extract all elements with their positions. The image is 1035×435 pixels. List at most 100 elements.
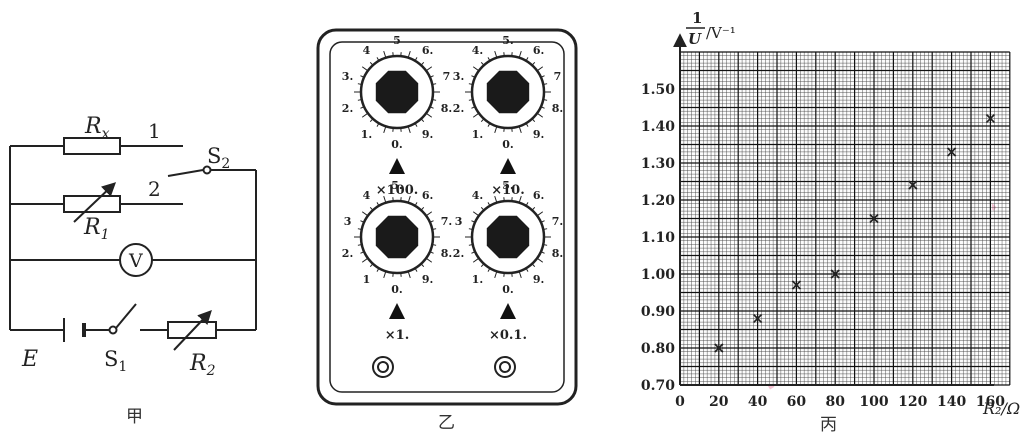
- data-point: ×: [712, 338, 725, 357]
- dial-digit: 5.: [391, 179, 402, 192]
- y-tick-label: 1.50: [641, 82, 675, 98]
- chart: 0.70 0.80 0.90 1.00 1.10 1.20 1.30 1.40 1.50 0 20…: [641, 9, 1020, 418]
- y-tick-label: 1.40: [641, 119, 675, 135]
- dial-digit: 9.: [422, 273, 433, 286]
- label-e: E: [21, 347, 38, 372]
- y-label-denominator: U: [688, 30, 702, 48]
- dial-digit: 7: [554, 70, 562, 83]
- dial-digit: 7.: [441, 215, 452, 228]
- dial-digit: 4: [363, 44, 371, 57]
- dial-digit: 5.: [502, 34, 513, 47]
- label-contact-2: 2: [148, 177, 161, 201]
- y-tick-label: 1.00: [641, 267, 675, 283]
- dial-digit: 3.: [453, 70, 464, 83]
- dial-digit: 0.: [502, 283, 513, 296]
- data-point: ×: [906, 175, 919, 194]
- caption-jia: 甲: [126, 402, 143, 427]
- dial-digit: 0.: [391, 138, 402, 151]
- data-point: ×: [984, 109, 997, 128]
- y-tick-label: 1.20: [641, 193, 675, 209]
- switch-s1-blade: [116, 304, 136, 328]
- dial-digit: 4.: [472, 189, 483, 202]
- caption-bing: 丙: [820, 410, 837, 435]
- dial-digit: 2.: [453, 102, 464, 115]
- x-tick-label: 20: [709, 394, 729, 410]
- x-tick-label: 40: [748, 394, 768, 410]
- resistor-rx: [64, 138, 120, 154]
- dial-digit: 4: [363, 189, 371, 202]
- dial-knob[interactable]: [487, 71, 529, 113]
- y-tick-label: 0.90: [641, 304, 675, 320]
- y-label-unit: /V⁻¹: [706, 24, 736, 42]
- dial-knob[interactable]: [487, 216, 529, 258]
- switch-s2-blade: [168, 170, 203, 176]
- dial-digit: 9.: [533, 273, 544, 286]
- resistance-box: 0.1.2.3.456.78.9.×100.0.1.2.3.4.5.6.78.9…: [318, 30, 576, 404]
- dial-digit: 8.: [552, 102, 563, 115]
- dial-digit: 6.: [533, 44, 544, 57]
- dial-digit: 2.: [342, 247, 353, 260]
- dial-multiplier: ×1.: [385, 328, 409, 343]
- dial-digit: 8.: [552, 247, 563, 260]
- dial-digit: 3: [344, 215, 352, 228]
- dial-digit: 1: [363, 273, 371, 286]
- r2-variable-arrow: [174, 312, 210, 350]
- y-tick-label: 0.70: [641, 378, 675, 394]
- dial-digit: 2.: [342, 102, 353, 115]
- dial-digit: 6.: [422, 44, 433, 57]
- dial-digit: 7.: [552, 215, 563, 228]
- circuit-diagram: [10, 138, 256, 350]
- dial-digit: 2.: [453, 247, 464, 260]
- dial-digit: 0.: [391, 283, 402, 296]
- label-contact-1: 1: [148, 119, 161, 143]
- label-r2: R2: [189, 351, 216, 379]
- dial-digit: 4.: [472, 44, 483, 57]
- dial-digit: 6.: [422, 189, 433, 202]
- data-point: ×: [828, 264, 841, 283]
- dial-digit: 1.: [472, 128, 483, 141]
- x-tick-label: 0: [675, 394, 685, 410]
- y-axis-label: 1 U /V⁻¹: [686, 9, 736, 48]
- x-tick-label: 80: [825, 394, 845, 410]
- data-point: ×: [790, 275, 803, 294]
- dial-digit: 1.: [361, 128, 372, 141]
- x-tick-label: 60: [787, 394, 807, 410]
- dial-digit: 9.: [533, 128, 544, 141]
- x-tick-label: 100: [859, 394, 888, 410]
- y-tick-label: 1.30: [641, 156, 675, 172]
- dial-digit: 3.: [342, 70, 353, 83]
- dial-digit: 9.: [422, 128, 433, 141]
- dial-multiplier: ×0.1.: [489, 328, 527, 343]
- dial-knob[interactable]: [376, 71, 418, 113]
- x-axis-label: R₂/Ω: [982, 399, 1020, 418]
- label-s2: S2: [207, 144, 230, 172]
- label-voltmeter-v: V: [128, 250, 143, 272]
- data-point: ×: [751, 308, 764, 327]
- dial-knob[interactable]: [376, 216, 418, 258]
- label-rx: Rx: [84, 114, 110, 142]
- dial-digit: 7: [443, 70, 451, 83]
- dial-digit: 3: [455, 215, 463, 228]
- x-tick-label: 120: [898, 394, 927, 410]
- dial-digit: 5.: [502, 179, 513, 192]
- dial-digit: 1.: [472, 273, 483, 286]
- x-tick-label: 140: [937, 394, 966, 410]
- y-tick-label: 1.10: [641, 230, 675, 246]
- label-r1: R1: [83, 215, 110, 243]
- data-point: ×: [867, 209, 880, 228]
- y-tick-labels: 0.70 0.80 0.90 1.00 1.10 1.20 1.30 1.40 1.50: [641, 82, 675, 394]
- data-point: ×: [945, 142, 958, 161]
- circuit-labels: Rx 1 2 S2 R1 V E S1 R2: [21, 114, 230, 379]
- label-s1: S1: [104, 347, 127, 375]
- dial-digit: 8.: [441, 102, 452, 115]
- y-label-numerator: 1: [692, 9, 702, 27]
- dial-digit: 5: [393, 34, 401, 47]
- switch-s1-pivot: [110, 327, 117, 334]
- y-tick-label: 0.80: [641, 341, 675, 357]
- caption-yi: 乙: [438, 408, 455, 433]
- dial-digit: 6.: [533, 189, 544, 202]
- dial-digit: 8.: [441, 247, 452, 260]
- dial-digit: 0.: [502, 138, 513, 151]
